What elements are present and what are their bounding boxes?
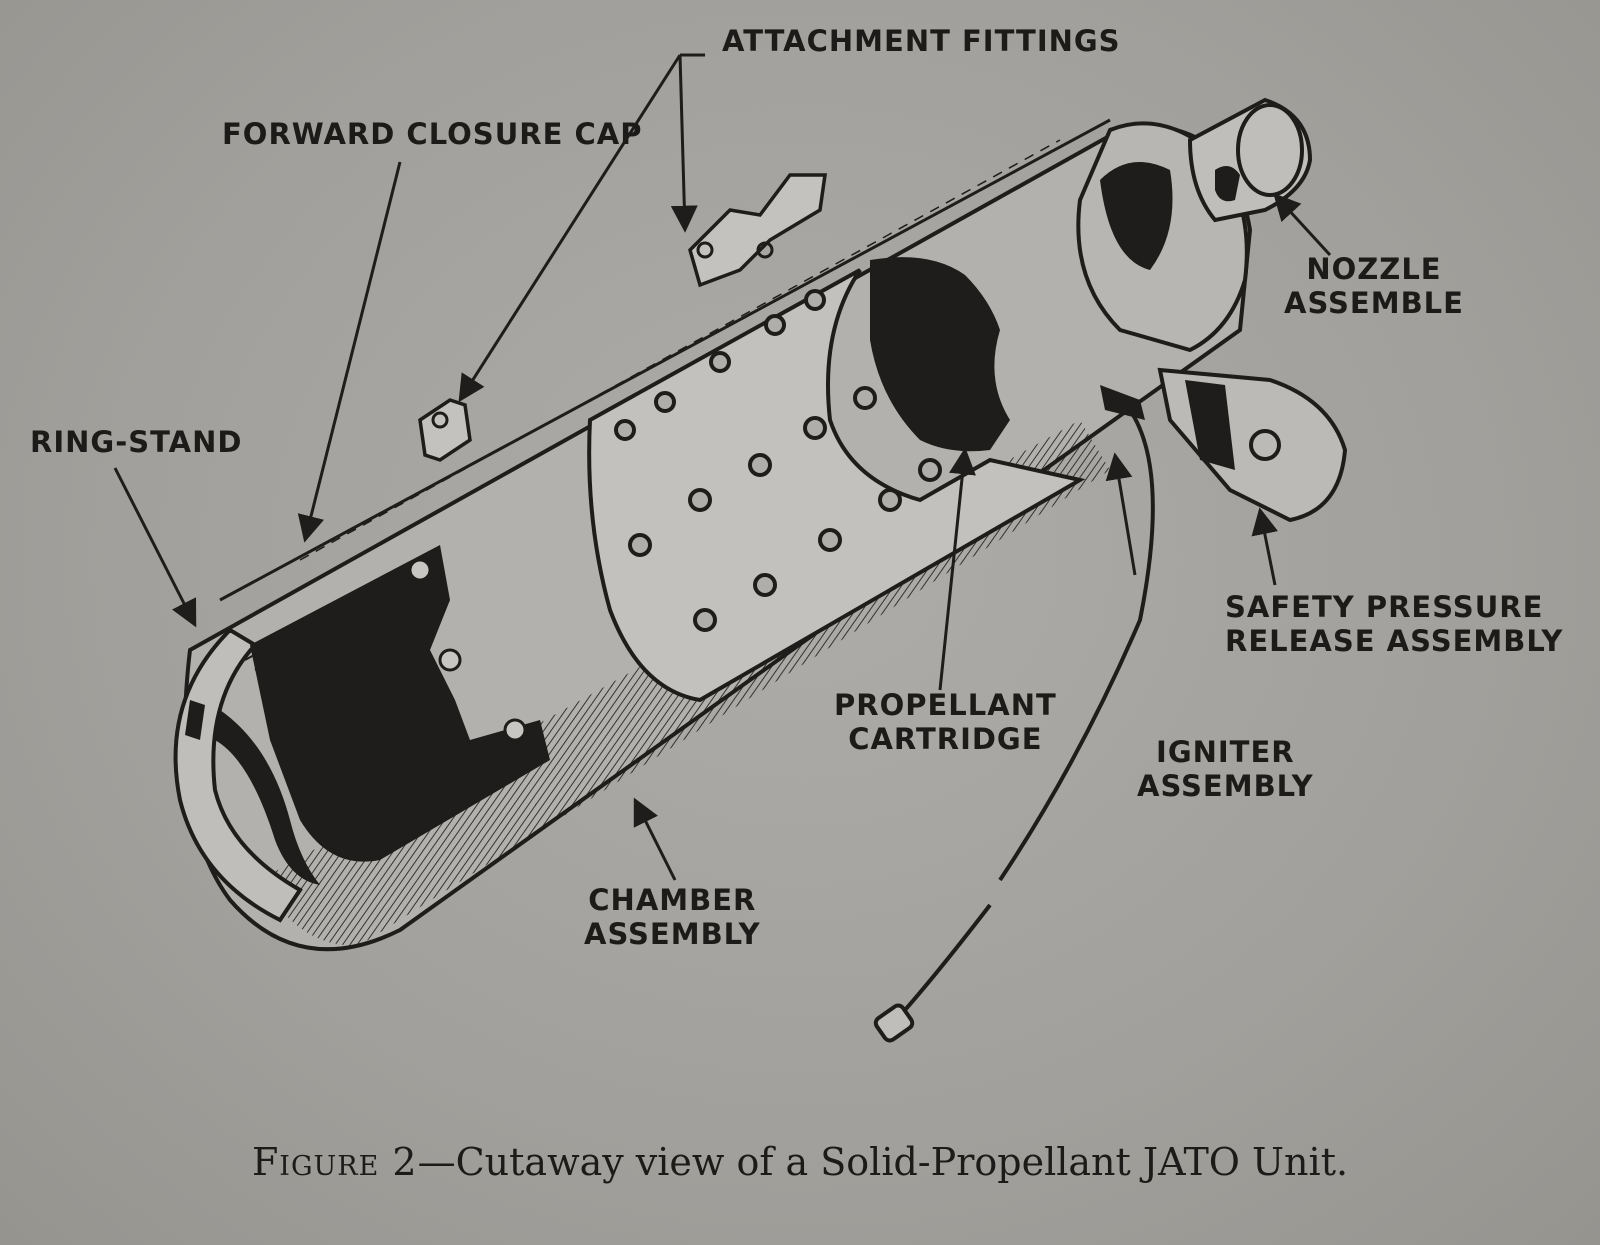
leader-nozzle bbox=[1273, 193, 1332, 257]
label-attachment-fittings-text: ATTACHMENT FITTINGS bbox=[722, 24, 1121, 58]
attachment-fitting-rear bbox=[688, 173, 828, 288]
figure-caption: Figure 2—Cutaway view of a Solid-Propell… bbox=[0, 1140, 1600, 1184]
caption-dash: — bbox=[417, 1140, 456, 1184]
leader-chamber bbox=[633, 797, 677, 881]
caption-text: Cutaway view of a Solid-Propellant JATO … bbox=[455, 1140, 1349, 1184]
leader-lines bbox=[113, 53, 1332, 881]
propellant-cartridge bbox=[870, 257, 1010, 452]
leader-propellant bbox=[938, 447, 976, 691]
leader-attachment-2 bbox=[458, 54, 682, 403]
label-nozzle-assemble: NOZZLE ASSEMBLE bbox=[1284, 252, 1464, 320]
label-igniter-assembly: IGNITER ASSEMBLY bbox=[1137, 735, 1314, 803]
label-ring-stand: RING-STAND bbox=[30, 425, 242, 459]
mid-cutaway-panel bbox=[587, 268, 1086, 703]
nozzle-assembly bbox=[1187, 97, 1313, 223]
safety-pressure-release bbox=[1157, 367, 1348, 523]
leader-attachment-1 bbox=[670, 54, 698, 233]
label-propellant-cartridge: PROPELLANT CARTRIDGE bbox=[834, 688, 1057, 756]
label-igniter-line2: ASSEMBLY bbox=[1137, 769, 1314, 803]
label-chamber-line1: CHAMBER bbox=[588, 883, 757, 917]
label-attachment-fittings: ATTACHMENT FITTINGS bbox=[722, 24, 1121, 58]
igniter-assembly bbox=[873, 385, 1155, 1043]
label-safety-line2: RELEASE ASSEMBLY bbox=[1225, 624, 1564, 658]
label-forward-closure-cap: FORWARD CLOSURE CAP bbox=[222, 117, 642, 151]
label-chamber-assembly: CHAMBER ASSEMBLY bbox=[584, 883, 761, 951]
label-ring-stand-text: RING-STAND bbox=[30, 425, 243, 459]
label-safety-pressure-release: SAFETY PRESSURE RELEASE ASSEMBLY bbox=[1225, 590, 1563, 658]
leader-igniter bbox=[1105, 452, 1137, 576]
label-nozzle-line1: NOZZLE bbox=[1306, 252, 1442, 286]
leader-forward-closure bbox=[297, 161, 402, 543]
label-chamber-line2: ASSEMBLY bbox=[584, 917, 761, 951]
leader-ring-stand bbox=[113, 467, 197, 628]
label-forward-closure-cap-text: FORWARD CLOSURE CAP bbox=[222, 117, 643, 151]
attachment-fitting-front bbox=[418, 398, 472, 462]
forward-cutaway bbox=[244, 545, 550, 862]
leader-safety bbox=[1251, 507, 1279, 586]
label-propellant-line2: CARTRIDGE bbox=[848, 722, 1043, 756]
caption-figure-number: Figure 2 bbox=[251, 1140, 418, 1184]
label-safety-line1: SAFETY PRESSURE bbox=[1225, 590, 1544, 624]
label-nozzle-line2: ASSEMBLE bbox=[1284, 286, 1464, 320]
panel-holes bbox=[614, 289, 942, 632]
label-igniter-line1: IGNITER bbox=[1156, 735, 1295, 769]
label-propellant-line1: PROPELLANT bbox=[834, 688, 1057, 722]
